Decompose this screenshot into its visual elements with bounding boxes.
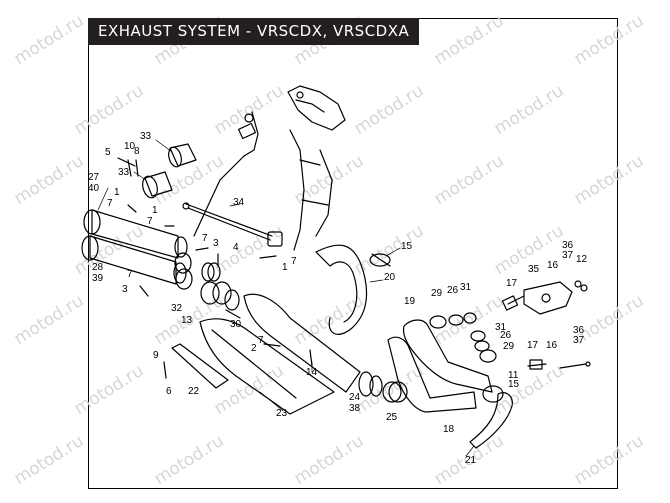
frame-bracket <box>287 85 346 251</box>
callout-32: 32 <box>171 303 183 314</box>
callout-1: 1 <box>152 205 158 216</box>
muffler-upper-27-40 <box>83 209 188 259</box>
callout-23: 23 <box>276 408 288 419</box>
callout-17: 17 <box>527 340 539 351</box>
callout-29: 29 <box>503 341 515 352</box>
callout-28: 28 <box>92 262 104 273</box>
callout-33: 33 <box>118 167 130 178</box>
callout-16: 16 <box>546 340 558 351</box>
callout-35: 35 <box>528 264 540 275</box>
rod-34 <box>182 202 283 247</box>
callout-18: 18 <box>443 424 455 435</box>
o2-sensor-17-lower <box>527 359 547 370</box>
heat-shield-21 <box>469 392 513 449</box>
header-pipe-20 <box>315 244 368 335</box>
callout-39: 39 <box>92 273 104 284</box>
callout-36: 36 <box>562 240 574 251</box>
callout-10: 10 <box>124 141 136 152</box>
callout-13: 13 <box>181 315 193 326</box>
callout-21: 21 <box>465 455 477 466</box>
clamp-4 <box>201 262 221 282</box>
callout-7: 7 <box>107 198 113 209</box>
collar-33-lower <box>142 171 173 199</box>
callout-4: 4 <box>233 242 239 253</box>
callout-2: 2 <box>251 343 257 354</box>
callout-17: 17 <box>506 278 518 289</box>
callout-27: 27 <box>88 172 100 183</box>
bracket-35 <box>523 281 573 315</box>
callout-24: 24 <box>349 392 361 403</box>
callout-15: 15 <box>401 241 413 252</box>
muffler-outlets <box>174 252 193 290</box>
clamp-15-lower <box>482 385 504 403</box>
callout-38: 38 <box>349 403 361 414</box>
callout-26: 26 <box>447 285 459 296</box>
clamp-25 <box>382 381 408 403</box>
callout-7: 7 <box>147 216 153 227</box>
callout-7: 7 <box>258 335 264 346</box>
heat-shield-23 <box>199 318 335 415</box>
callout-33: 33 <box>140 131 152 142</box>
clamp-30 <box>224 289 241 319</box>
callout-7: 7 <box>202 233 208 244</box>
callout-30: 30 <box>230 319 242 330</box>
callout-3: 3 <box>122 284 128 295</box>
callout-9: 9 <box>153 350 159 361</box>
clamp-32-13 <box>200 281 232 305</box>
callout-34: 34 <box>233 197 245 208</box>
page-title: EXHAUST SYSTEM - VRSCDX, VRSCDXA <box>88 18 420 45</box>
fasteners-5-10-8 <box>117 157 139 177</box>
callout-11: 11 <box>508 370 519 381</box>
callout-22: 22 <box>188 386 200 397</box>
callout-3: 3 <box>213 238 219 249</box>
callout-36: 36 <box>573 325 585 336</box>
muffler-lower-28-39 <box>81 235 187 285</box>
callout-15: 15 <box>508 379 520 390</box>
callout-14: 14 <box>306 367 318 378</box>
gaskets-upper <box>429 312 477 329</box>
callout-7: 7 <box>127 269 133 280</box>
callout-12: 12 <box>576 254 588 265</box>
callout-31: 31 <box>460 282 472 293</box>
header-pipe-18 <box>387 336 477 413</box>
callout-29: 29 <box>431 288 443 299</box>
clamp-15-upper <box>369 253 391 267</box>
callout-1: 1 <box>114 187 120 198</box>
callout-5: 5 <box>105 147 111 158</box>
gaskets-lower <box>470 330 497 363</box>
callout-16: 16 <box>547 260 559 271</box>
bolts-misc <box>127 204 313 379</box>
o2-sensor-17-upper <box>501 295 525 311</box>
callout-19: 19 <box>404 296 416 307</box>
callout-40: 40 <box>88 183 100 194</box>
leader-lines <box>97 139 475 457</box>
heat-shield-22 <box>171 343 229 389</box>
callout-26: 26 <box>500 330 512 341</box>
callout-7: 7 <box>291 256 297 267</box>
callout-25: 25 <box>386 412 398 423</box>
callout-37: 37 <box>562 250 574 261</box>
callout-1: 1 <box>282 262 288 273</box>
callout-8: 8 <box>134 146 140 157</box>
callout-20: 20 <box>384 272 396 283</box>
hanger-mount <box>193 111 259 237</box>
callout-6: 6 <box>166 386 172 397</box>
header-pipe-19 <box>402 319 493 393</box>
collar-33-upper <box>168 143 197 168</box>
callout-37: 37 <box>573 335 585 346</box>
callout-31: 31 <box>495 322 507 333</box>
pipe-24-38 <box>243 293 383 397</box>
fasteners-12-16-36 <box>559 280 591 369</box>
